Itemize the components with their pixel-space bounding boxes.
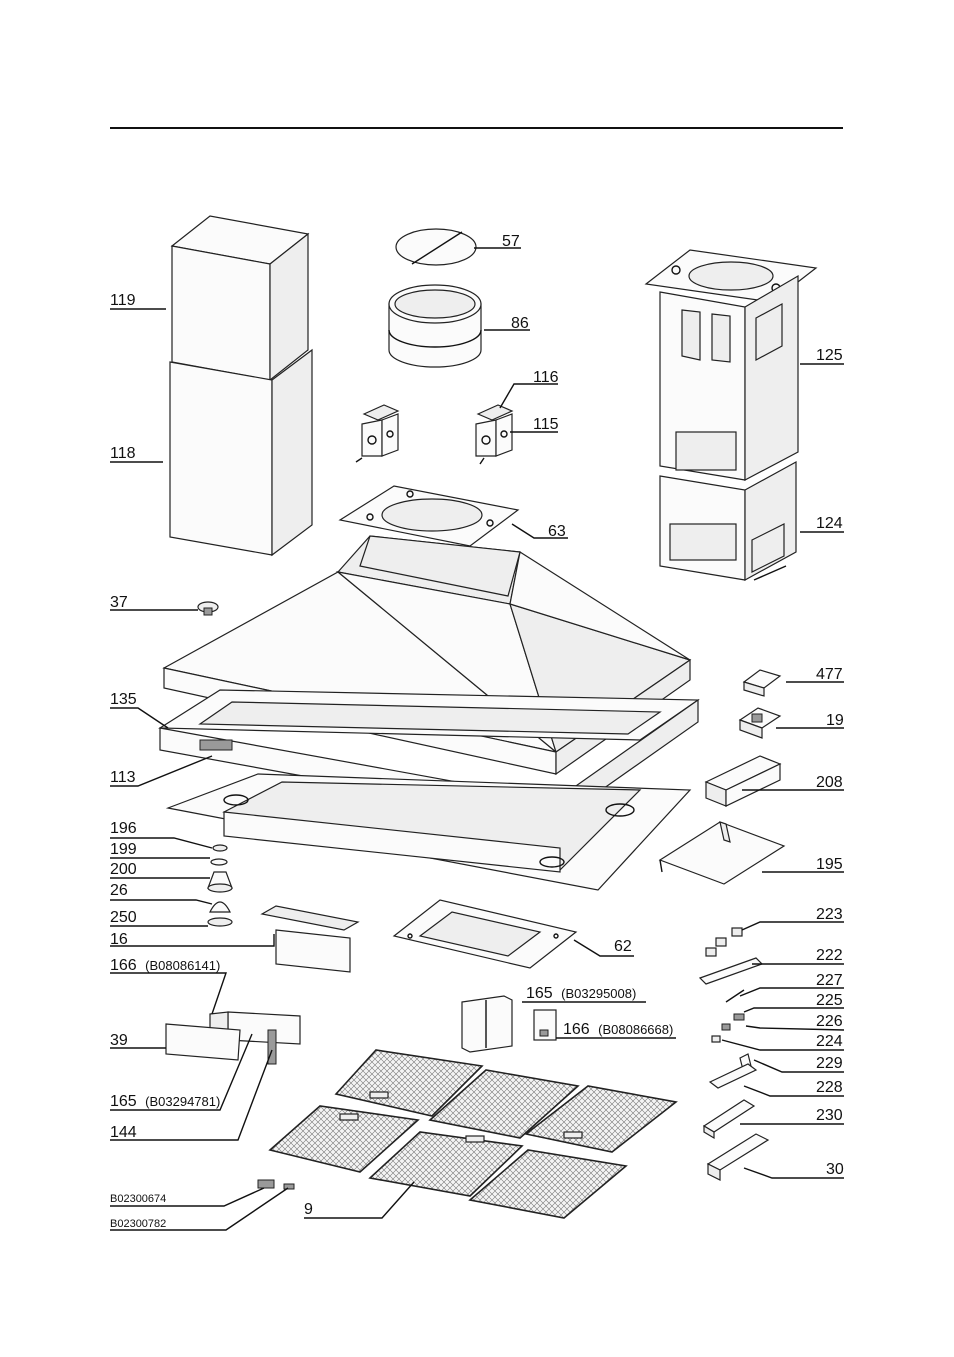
callout-57: 57 xyxy=(502,233,520,250)
panel-16 xyxy=(260,905,360,973)
callout-195: 195 xyxy=(816,856,843,873)
chimney-lower-118 xyxy=(169,348,313,557)
callout-B02300782: B02300782 xyxy=(110,1218,166,1230)
callout-9: 9 xyxy=(304,1201,313,1218)
lamp-assembly xyxy=(207,844,233,927)
callout-226: 226 xyxy=(816,1013,843,1030)
callout-227: 227 xyxy=(816,972,843,989)
support-frame-125 xyxy=(644,249,818,481)
top-plate-63 xyxy=(338,485,520,547)
callout-26: 26 xyxy=(110,882,128,899)
callout-39: 39 xyxy=(110,1032,128,1049)
callout-230: 230 xyxy=(816,1107,843,1124)
callout-223: 223 xyxy=(816,906,843,923)
callout-222: 222 xyxy=(816,947,843,964)
callout-144: 144 xyxy=(110,1124,137,1141)
callout-125: 125 xyxy=(816,347,843,364)
callout-477: 477 xyxy=(816,666,843,683)
callout-37: 37 xyxy=(110,594,128,611)
callout-199: 199 xyxy=(110,841,137,858)
damper-disc-57 xyxy=(395,228,477,266)
bracket-left xyxy=(355,404,400,463)
callout-166-lower: 166 (B08086668) xyxy=(563,1021,673,1038)
grease-filters-9 xyxy=(268,1049,678,1219)
callout-113: 113 xyxy=(110,769,136,786)
callout-62: 62 xyxy=(614,938,632,955)
bracket-right-115 xyxy=(475,404,514,465)
callout-124: 124 xyxy=(816,515,843,532)
callout-135: 135 xyxy=(110,691,137,708)
collar-86 xyxy=(388,284,482,368)
callout-116: 116 xyxy=(533,369,559,386)
tray-195 xyxy=(658,821,786,885)
callout-19: 19 xyxy=(826,712,844,729)
clip-477 xyxy=(742,669,782,697)
callout-196: 196 xyxy=(110,820,137,837)
callout-30: 30 xyxy=(826,1161,844,1178)
chimney-upper-119 xyxy=(170,215,310,382)
callout-229: 229 xyxy=(816,1055,843,1072)
cable-parts xyxy=(257,1179,295,1190)
callout-86: 86 xyxy=(511,315,529,332)
callout-228: 228 xyxy=(816,1079,843,1096)
transformer-208 xyxy=(704,755,782,807)
callout-208: 208 xyxy=(816,774,843,791)
callout-165-lower: 165 (B03294781) xyxy=(110,1093,220,1110)
callout-115: 115 xyxy=(533,416,559,433)
callout-16: 16 xyxy=(110,931,128,948)
lamp-plate-62 xyxy=(392,899,578,969)
callout-118: 118 xyxy=(110,445,136,462)
callout-63: 63 xyxy=(548,523,566,540)
callout-B02300674: B02300674 xyxy=(110,1193,166,1205)
support-frame-124 xyxy=(659,460,797,582)
leader-lines xyxy=(110,247,845,1231)
base-panel xyxy=(165,773,692,891)
callout-224: 224 xyxy=(816,1033,843,1050)
callout-165-upper: 165 (B03295008) xyxy=(526,985,636,1002)
callout-200: 200 xyxy=(110,861,137,878)
switch-parts xyxy=(461,995,557,1053)
lighting-components xyxy=(698,927,770,1181)
clip-19 xyxy=(738,707,782,739)
electronics-assembly xyxy=(165,1011,301,1065)
callout-250: 250 xyxy=(110,909,137,926)
callout-225: 225 xyxy=(816,992,843,1009)
fastener-37 xyxy=(197,601,219,616)
callout-166-upper: 166 (B08086141) xyxy=(110,957,220,974)
callout-119: 119 xyxy=(110,292,136,309)
